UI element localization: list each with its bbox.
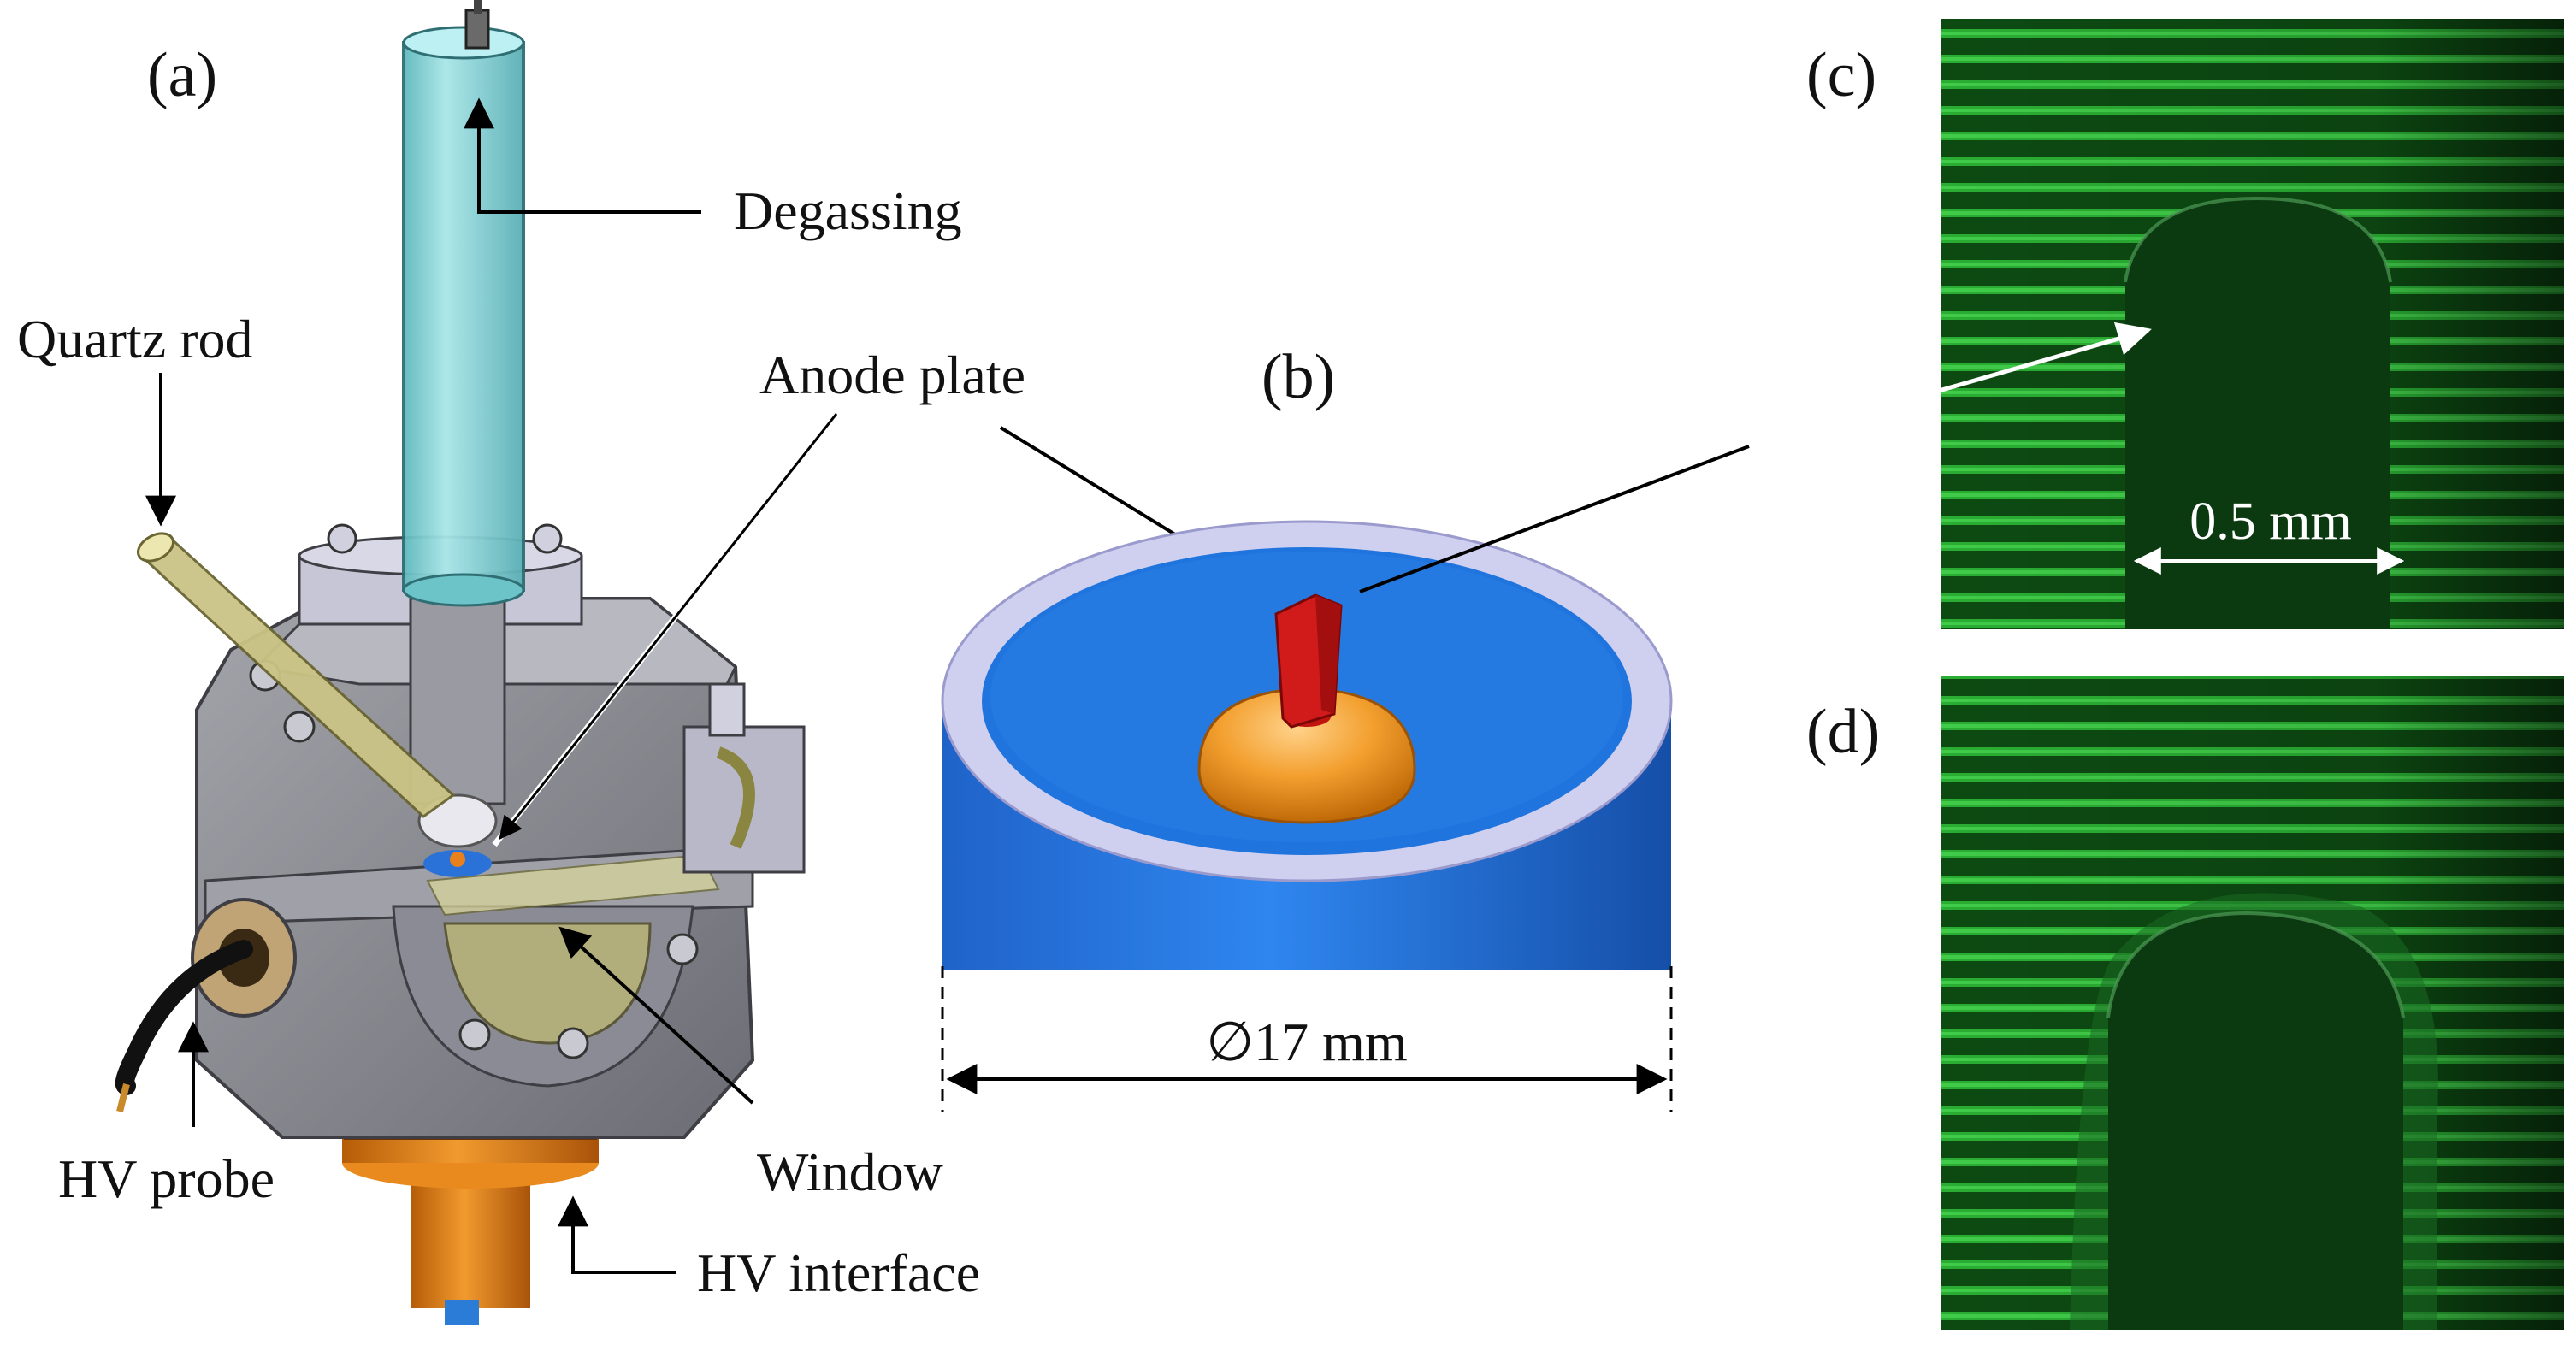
diameter-label: ∅17 mm [1206, 1012, 1407, 1072]
panel-b-tag: (b) [1261, 342, 1335, 412]
panel-c-tag: (c) [1806, 40, 1876, 110]
panel-a-tag: (a) [147, 40, 217, 110]
degassing-arrow [464, 97, 701, 214]
anode-plate-label: Anode plate [759, 345, 1025, 405]
anode-plate-arrow-c [1752, 322, 2152, 447]
window-arrow [558, 926, 754, 1105]
panel-a: (a) [17, 0, 1269, 1325]
hv-interface-label: HV interface [697, 1242, 980, 1303]
panel-d-tag: (d) [1806, 697, 1880, 767]
panel-d: (d) [1806, 676, 2564, 1330]
hv-probe-label: HV probe [58, 1148, 275, 1209]
quartz-rod-label: Quartz rod [17, 309, 252, 369]
anode-plate-arrow-a-core [499, 413, 838, 841]
vacuum-housing [195, 523, 806, 1139]
hv-probe-part [115, 898, 297, 1112]
degassing-label: Degassing [734, 180, 962, 241]
window-label: Window [757, 1142, 943, 1202]
anode-plate-part [1274, 593, 1343, 729]
scale-label: 0.5 mm [2189, 493, 2351, 551]
hv-interface-arrow [558, 1195, 676, 1274]
interferogram-c [1941, 19, 2564, 629]
panel-b: (b) ∅17 mm [941, 342, 1673, 1112]
degassing-tube-part [402, 0, 525, 607]
interferogram-d [1941, 676, 2564, 1330]
panel-c: (c) 0.5 mm [1359, 19, 2564, 629]
anode-plate-arrow-c-core [1359, 445, 1750, 593]
quartz-rod-part [136, 532, 456, 818]
